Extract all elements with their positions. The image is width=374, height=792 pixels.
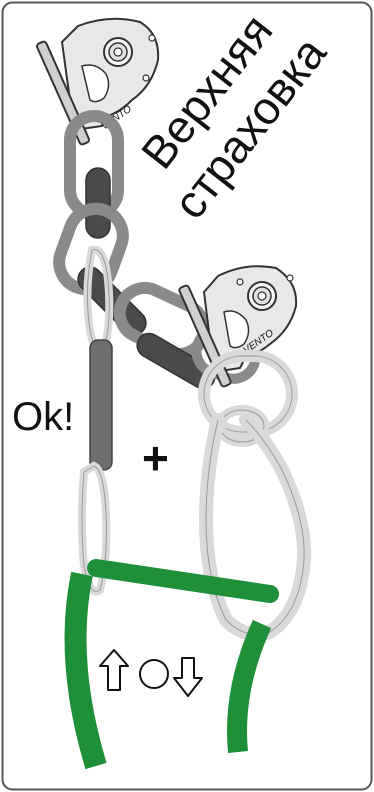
circle-icon (140, 660, 168, 688)
ok-label: Ok! (12, 395, 74, 439)
plus-sign: + (142, 432, 169, 484)
